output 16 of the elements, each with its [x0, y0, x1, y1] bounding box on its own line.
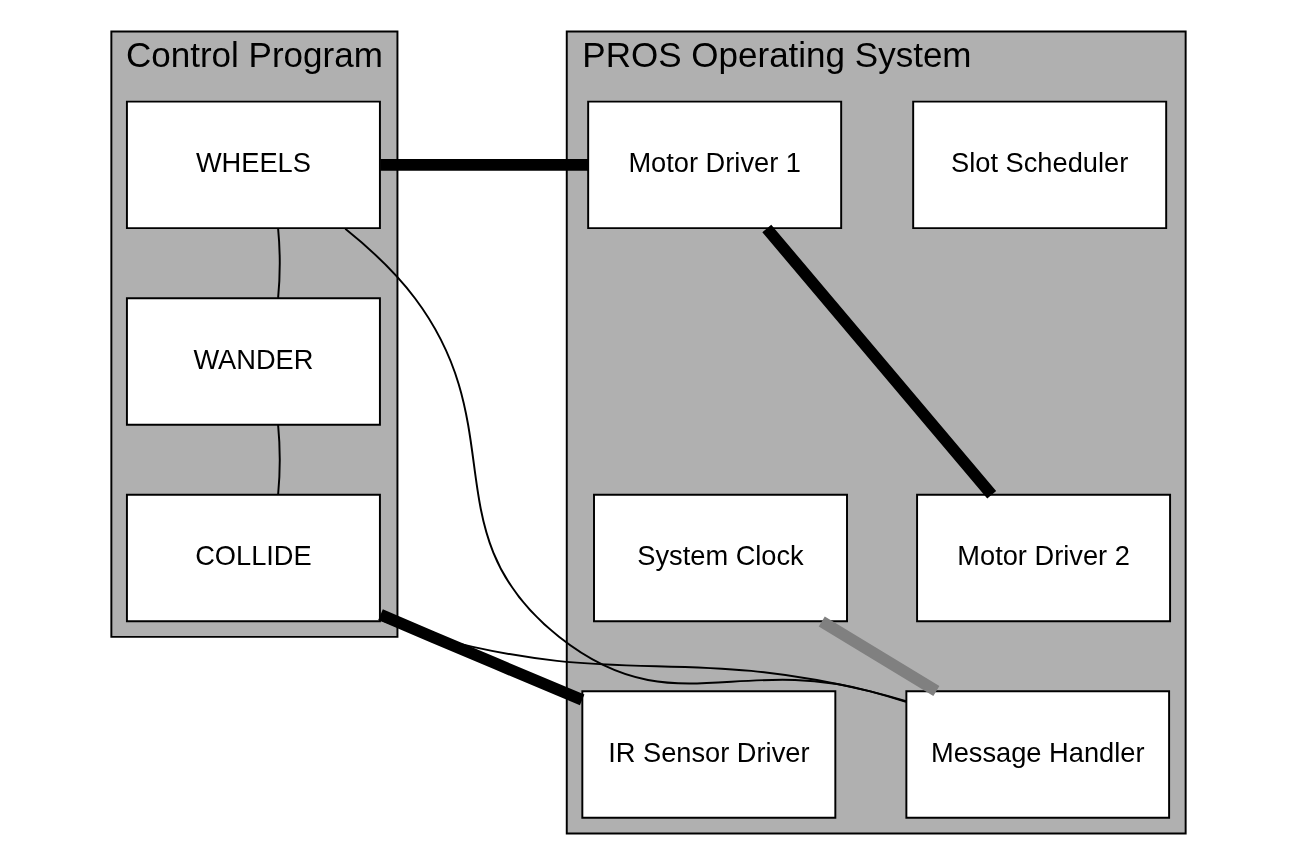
- connector: [761, 224, 996, 499]
- node-box: WHEELS: [125, 100, 381, 230]
- node-box: WANDER: [125, 297, 381, 426]
- node-box: Motor Driver 1: [586, 100, 842, 230]
- connector: [343, 227, 907, 703]
- node-box: Motor Driver 2: [915, 493, 1171, 623]
- connector: [276, 423, 281, 496]
- node-box: Slot Scheduler: [911, 100, 1167, 230]
- node-box: COLLIDE: [125, 493, 381, 623]
- connector: [379, 159, 588, 171]
- node-box: Message Handler: [904, 690, 1170, 819]
- connector: [818, 616, 939, 697]
- connector: [276, 227, 281, 299]
- connector: [377, 609, 584, 706]
- node-box: System Clock: [592, 493, 848, 623]
- node-box: IR Sensor Driver: [580, 690, 836, 819]
